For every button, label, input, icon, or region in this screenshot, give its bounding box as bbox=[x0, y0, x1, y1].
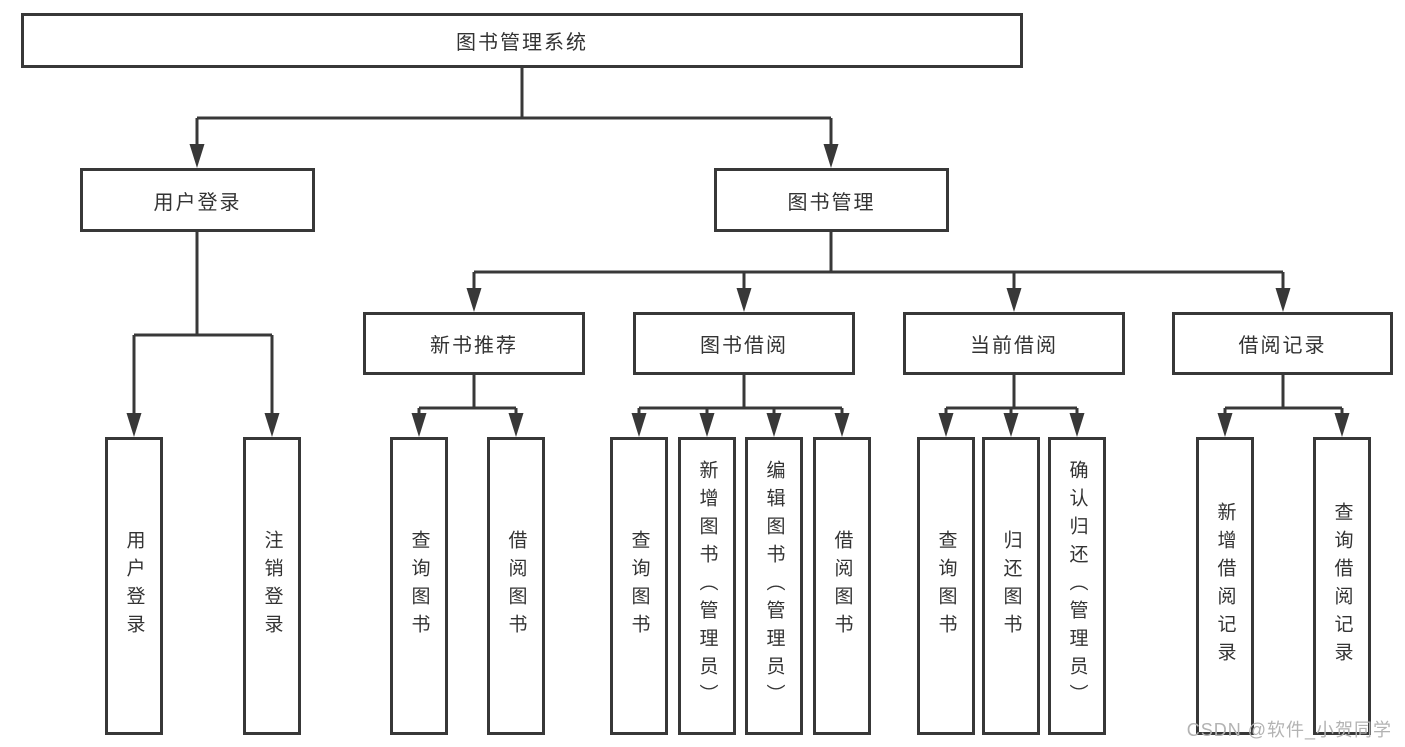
leaf-query-books: 查询图书 bbox=[390, 437, 448, 735]
node-book-borrowing: 图书借阅 bbox=[633, 312, 855, 375]
node-borrowing-records: 借阅记录 bbox=[1172, 312, 1393, 375]
connector-borrow-record-to-leaves bbox=[1217, 373, 1350, 437]
connector-new-book-rec-to-leaves bbox=[411, 373, 524, 437]
node-user-login: 用户登录 bbox=[80, 168, 315, 232]
csdn-watermark: CSDN @软件_小贺同学 bbox=[1186, 720, 1392, 740]
leaf-add-borrow-record: 新增借阅记录 bbox=[1196, 437, 1254, 735]
leaf-query-books: 查询图书 bbox=[917, 437, 975, 735]
leaf-query-books: 查询图书 bbox=[610, 437, 668, 735]
leaf-borrow-books: 借阅图书 bbox=[487, 437, 545, 735]
node-new-book-recommendation: 新书推荐 bbox=[363, 312, 585, 375]
leaf-add-books-admin: 新增图书（管理员） bbox=[678, 437, 736, 735]
leaf-logout: 注销登录 bbox=[243, 437, 301, 735]
leaf-return-books: 归还图书 bbox=[982, 437, 1040, 735]
connector-book-mgmt-to-level3 bbox=[466, 230, 1291, 312]
leaf-query-borrow-record: 查询借阅记录 bbox=[1313, 437, 1371, 735]
connector-root-to-level2 bbox=[189, 66, 839, 168]
node-book-management: 图书管理 bbox=[714, 168, 949, 232]
connector-user-login-to-leaves bbox=[126, 230, 280, 437]
leaf-user-login: 用户登录 bbox=[105, 437, 163, 735]
leaf-edit-books-admin: 编辑图书（管理员） bbox=[745, 437, 803, 735]
connector-current-borrow-to-leaves bbox=[938, 373, 1085, 437]
connector-book-borrow-to-leaves bbox=[631, 373, 850, 437]
node-library-management-system: 图书管理系统 bbox=[21, 13, 1023, 68]
leaf-confirm-return-admin: 确认归还（管理员） bbox=[1048, 437, 1106, 735]
node-current-borrowing: 当前借阅 bbox=[903, 312, 1125, 375]
leaf-borrow-books: 借阅图书 bbox=[813, 437, 871, 735]
